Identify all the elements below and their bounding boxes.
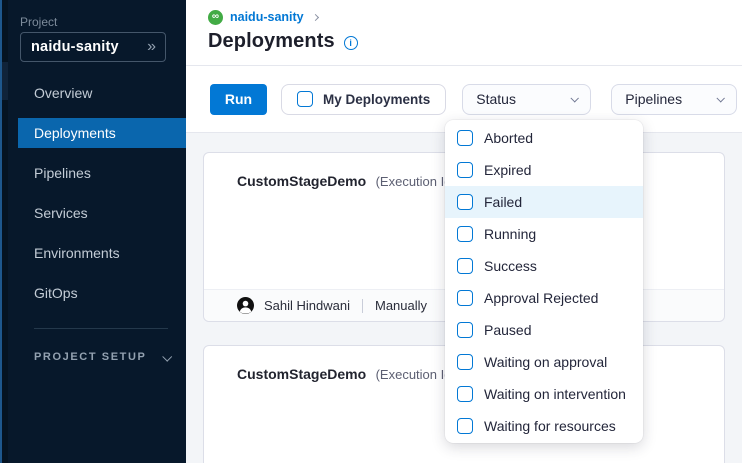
checkbox-icon[interactable] <box>457 386 473 402</box>
chevron-down-icon <box>570 94 580 103</box>
execution-id-note: (Execution Id <box>375 174 452 189</box>
checkbox-icon[interactable] <box>457 290 473 306</box>
sidebar-item-label: Pipelines <box>34 165 91 181</box>
sidebar-item-gitops[interactable]: GitOps <box>8 273 186 313</box>
checkbox-icon[interactable] <box>457 226 473 242</box>
footer-divider <box>362 298 363 313</box>
status-option-label: Approval Rejected <box>484 290 599 306</box>
module-rail <box>0 0 8 463</box>
status-option-label: Aborted <box>484 130 534 146</box>
status-option-aborted[interactable]: Aborted <box>445 122 643 154</box>
my-deployments-toggle[interactable]: My Deployments <box>281 83 447 115</box>
status-option-label: Expired <box>484 162 532 178</box>
checkbox-icon[interactable] <box>457 258 473 274</box>
toolbar: Run My Deployments Status Pipelines <box>186 66 742 133</box>
rail-active-module-indicator <box>2 62 8 100</box>
sidebar-divider <box>34 328 168 329</box>
project-selector[interactable]: naidu-sanity » <box>20 32 166 62</box>
status-option-expired[interactable]: Expired <box>445 154 643 186</box>
chevron-down-icon <box>716 94 726 103</box>
project-sidebar: Project naidu-sanity » Overview Deployme… <box>8 0 186 463</box>
avatar <box>237 297 254 314</box>
status-option-label: Waiting for resources <box>484 418 616 434</box>
status-option-running[interactable]: Running <box>445 218 643 250</box>
sidebar-nav: Overview Deployments Pipelines Services … <box>8 73 186 313</box>
title-row: Deployments i <box>208 30 742 53</box>
status-option-waiting-for-resources[interactable]: Waiting for resources <box>445 410 643 442</box>
checkbox-icon[interactable] <box>457 418 473 434</box>
checkbox-icon[interactable] <box>457 162 473 178</box>
page-title: Deployments <box>208 30 335 52</box>
status-option-success[interactable]: Success <box>445 250 643 282</box>
status-option-waiting-on-approval[interactable]: Waiting on approval <box>445 346 643 378</box>
status-option-waiting-on-intervention[interactable]: Waiting on intervention <box>445 378 643 410</box>
cd-module-icon: ∞ <box>208 9 223 25</box>
deployment-title-row: CustomStageDemo (Execution Id <box>204 346 724 384</box>
status-option-label: Waiting on approval <box>484 354 608 370</box>
sidebar-item-label: Deployments <box>34 125 116 141</box>
double-chevron-icon[interactable]: » <box>147 38 156 55</box>
checkbox-icon[interactable] <box>457 354 473 370</box>
checkbox-icon[interactable] <box>457 322 473 338</box>
project-setup-section-toggle[interactable]: PROJECT SETUP <box>34 346 172 368</box>
page-header: ∞ naidu-sanity Deployments i <box>186 0 742 66</box>
project-setup-label: PROJECT SETUP <box>34 351 147 363</box>
sidebar-item-overview[interactable]: Overview <box>8 73 186 113</box>
status-option-failed[interactable]: Failed <box>445 186 643 218</box>
sidebar-item-environments[interactable]: Environments <box>8 233 186 273</box>
rail-accent-line <box>0 0 2 463</box>
deployment-title-row: CustomStageDemo (Execution Id <box>204 153 724 191</box>
status-filter-label: Status <box>476 91 516 107</box>
status-option-label: Success <box>484 258 537 274</box>
pipeline-name: CustomStageDemo <box>237 173 367 189</box>
status-option-approval-rejected[interactable]: Approval Rejected <box>445 282 643 314</box>
triggered-by-user: Sahil Hindwani <box>264 298 350 313</box>
project-label: Project <box>20 15 58 29</box>
status-option-label: Waiting on intervention <box>484 386 626 402</box>
checkbox-icon[interactable] <box>457 194 473 210</box>
breadcrumb: ∞ naidu-sanity <box>208 9 742 25</box>
pipeline-name: CustomStageDemo <box>237 366 367 382</box>
sidebar-item-pipelines[interactable]: Pipelines <box>8 153 186 193</box>
status-filter-dropdown[interactable]: Status <box>462 83 592 115</box>
sidebar-item-deployments[interactable]: Deployments <box>18 118 186 148</box>
execution-id-note: (Execution Id <box>375 367 452 382</box>
sidebar-item-label: Services <box>34 205 88 221</box>
sidebar-item-services[interactable]: Services <box>8 193 186 233</box>
checkbox-icon[interactable] <box>457 130 473 146</box>
pipelines-filter-dropdown[interactable]: Pipelines <box>611 83 738 115</box>
status-option-label: Failed <box>484 194 523 210</box>
info-icon[interactable]: i <box>343 35 358 50</box>
pipelines-filter-label: Pipelines <box>625 91 683 107</box>
chevron-down-icon <box>161 351 172 362</box>
my-deployments-label: My Deployments <box>323 91 431 107</box>
trigger-type: Manually <box>375 298 428 313</box>
breadcrumb-project-link[interactable]: naidu-sanity <box>230 10 304 24</box>
sidebar-item-label: Overview <box>34 85 93 101</box>
run-button[interactable]: Run <box>210 83 267 115</box>
status-filter-menu: Aborted Expired Failed Running Success A… <box>445 120 643 443</box>
sidebar-item-label: Environments <box>34 245 120 261</box>
sidebar-item-label: GitOps <box>34 285 78 301</box>
checkbox-icon[interactable] <box>297 91 313 107</box>
status-option-label: Running <box>484 226 537 242</box>
project-selector-value: naidu-sanity <box>31 39 119 55</box>
chevron-right-icon <box>311 13 319 21</box>
status-option-label: Paused <box>484 322 532 338</box>
status-option-paused[interactable]: Paused <box>445 314 643 346</box>
